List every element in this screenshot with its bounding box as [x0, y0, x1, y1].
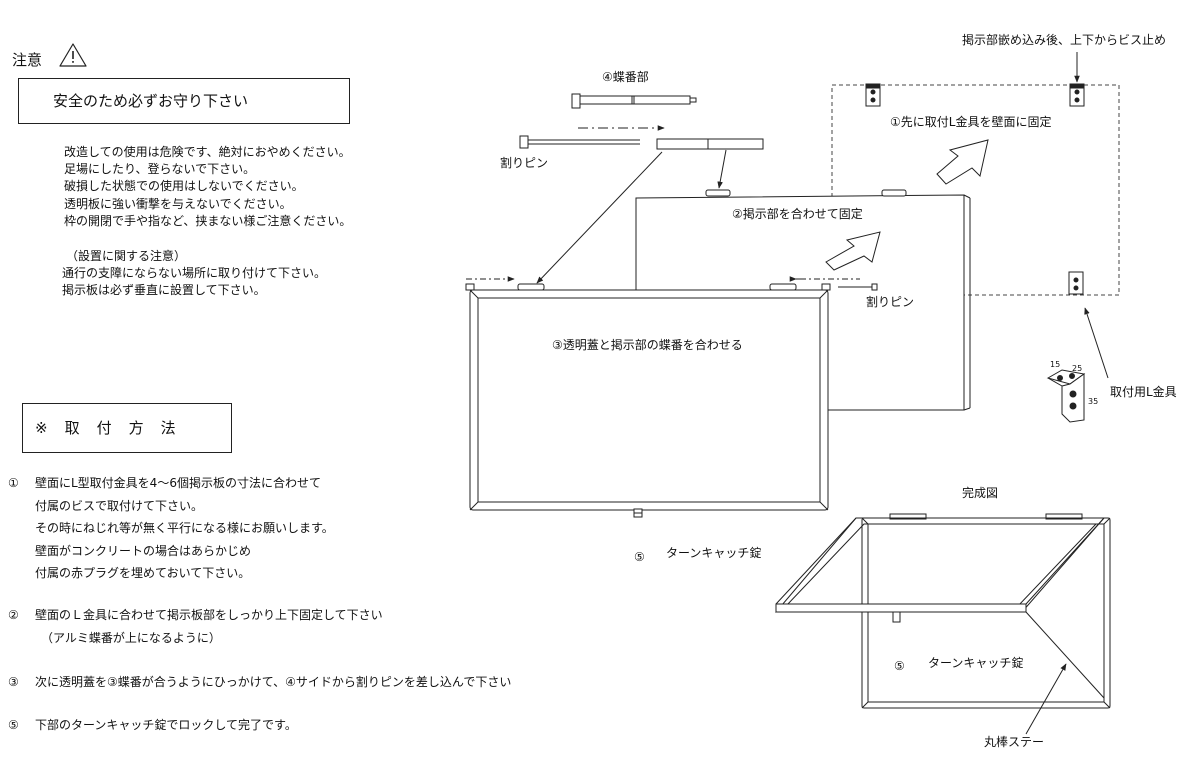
completed-latch	[892, 611, 901, 623]
installation-heading: （設置に関する注意）	[66, 249, 187, 263]
step-number: ⑤	[8, 718, 19, 732]
warning-line: 足場にしたり、登らないで下さい。	[64, 162, 256, 177]
latch-label: ターンキャッチ錠	[666, 546, 762, 560]
round-bar-stay	[1025, 611, 1105, 699]
bracket-label: 取付用L金具	[1110, 385, 1177, 399]
step-line: 壁面のＬ金具に合わせて掲示板部をしっかり上下固定して下さい	[35, 608, 383, 622]
step-line: 壁面にL型取付金具を4〜6個掲示板の寸法に合わせて	[35, 476, 321, 490]
completed-title: 完成図	[962, 486, 999, 500]
step-line: 下部のターンキャッチ錠でロックして完了です。	[35, 718, 297, 732]
safety-heading: 安全のため必ずお守り下さい	[53, 92, 249, 110]
bracket-dim: 25	[1072, 364, 1083, 373]
cover-hinge-knuckles	[465, 283, 831, 291]
latch-number: ⑤	[634, 550, 645, 564]
board-hinge-knuckles	[705, 189, 907, 197]
hinge-bar	[656, 138, 764, 150]
split-pin-left-label: 割りピン	[500, 156, 549, 170]
step-line: （アルミ蝶番が上になるように）	[41, 630, 221, 645]
step-line: 次に透明蓋を③蝶番が合うようにひっかけて、④サイドから割りピンを差し込んで下さい	[35, 675, 512, 689]
installation-note: 通行の支障にならない場所に取り付けて下さい。	[62, 266, 327, 280]
hinge-part	[571, 93, 697, 109]
step-number: ③	[8, 675, 19, 689]
method-heading: ※ 取 付 方 法	[35, 419, 177, 437]
wall-bracket-right	[1069, 83, 1085, 107]
safety-heading-box: 安全のため必ずお守り下さい	[18, 78, 350, 124]
step-number: ②	[8, 608, 19, 622]
warning-line: 破損した状態での使用はしないでください。	[64, 179, 304, 194]
warning-line: 改造しての使用は危険です、絶対におやめください。	[64, 145, 351, 159]
cover-frame	[469, 289, 829, 511]
step-number: ①	[8, 476, 19, 490]
step-line: その時にねじれ等が無く平行になる様にお願いします。	[35, 521, 334, 536]
step-line: 壁面がコンクリートの場合はあらかじめ	[35, 543, 252, 558]
method-heading-box: ※ 取 付 方 法	[22, 403, 232, 453]
completed-latch-label: ターンキャッチ錠	[928, 656, 1024, 670]
stay-label: 丸棒ステー	[984, 735, 1045, 749]
split-pin-left	[519, 135, 640, 149]
wall-dashed-outline	[831, 84, 1120, 296]
wall-bracket-bottom	[1068, 271, 1084, 295]
step1-label: ①先に取付L金具を壁面に固定	[890, 115, 1052, 129]
bracket-detail	[1046, 369, 1086, 423]
completed-latch-number: ⑤	[894, 659, 905, 673]
step2-label: ②掲示部を合わせて固定	[732, 207, 863, 221]
arrow-step1	[936, 139, 989, 185]
step-line: 付属のビスで取付けて下さい。	[35, 498, 204, 513]
bracket-dim: 35	[1088, 397, 1099, 406]
latch-part	[633, 508, 643, 518]
step3-label: ③透明蓋と掲示部の蝶番を合わせる	[552, 338, 743, 352]
installation-notes: （設置に関する注意） 通行の支障にならない場所に取り付けて下さい。 掲示板は必ず…	[62, 248, 326, 299]
wall-bracket-left	[865, 83, 881, 107]
split-pin-right	[838, 283, 878, 291]
warning-line: 枠の開閉で手や指など、挟まない様ご注意ください。	[64, 213, 352, 228]
top-note: 掲示部嵌め込み後、上下からビス止め	[962, 33, 1167, 47]
split-pin-right-label: 割りピン	[866, 295, 915, 309]
notice-title: 注意	[12, 51, 43, 69]
warning-list: 改造しての使用は危険です、絶対におやめください。 足場にしたり、登らないで下さい…	[64, 144, 351, 230]
hinge-label: ④蝶番部	[602, 70, 649, 84]
warning-line: 透明板に強い衝撃を与えないでください。	[64, 196, 292, 211]
completed-cover-open	[774, 517, 1106, 613]
warning-triangle-icon	[59, 43, 87, 67]
completed-board	[861, 513, 1111, 709]
installation-note: 掲示板は必ず垂直に設置して下さい。	[62, 283, 266, 297]
arrow-step2	[825, 231, 881, 271]
bracket-dim: 15	[1050, 360, 1061, 369]
step-line: 付属の赤プラグを埋めておいて下さい。	[35, 566, 251, 581]
